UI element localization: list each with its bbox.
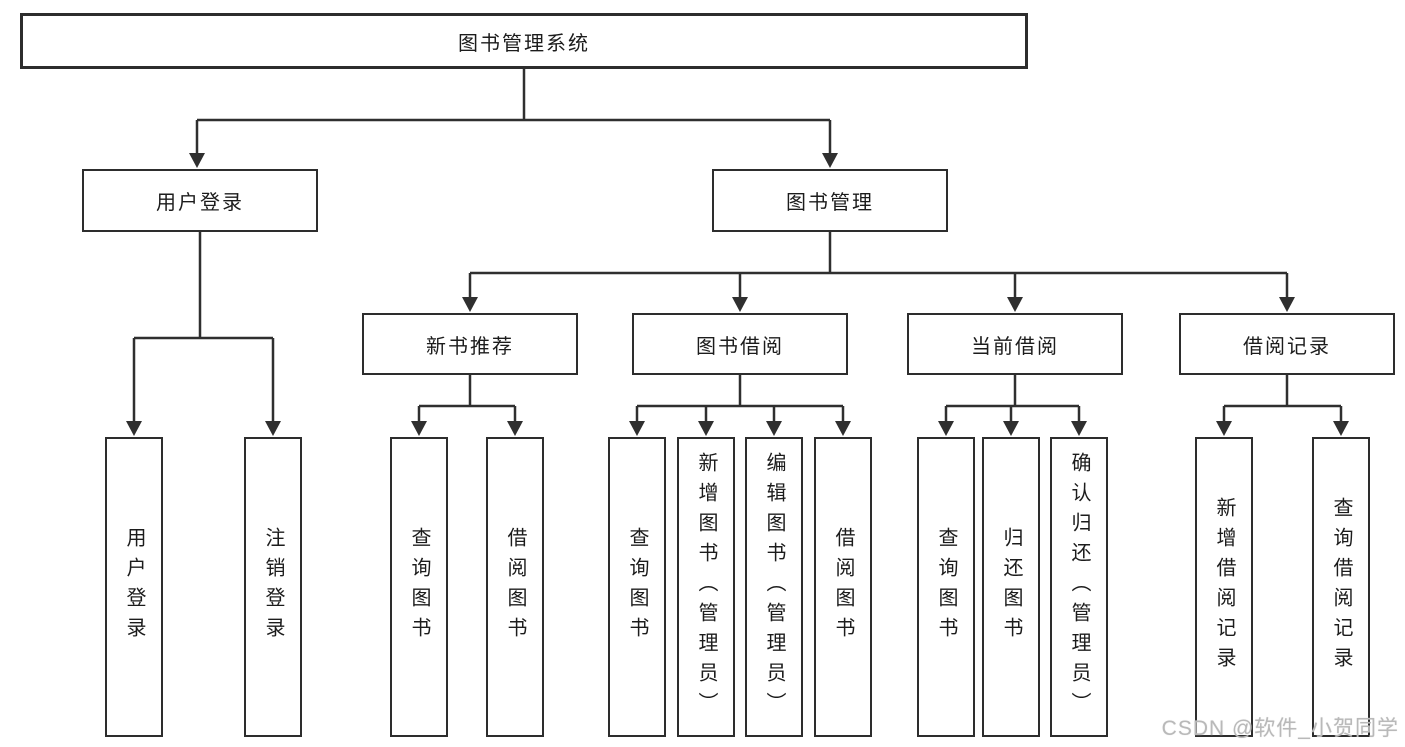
leaf-borrow-books-recommend: 借阅图书 [486,437,544,737]
leaf-return-books: 归还图书 [982,437,1040,737]
connector-rails [134,118,1341,408]
leaf-confirm-return-admin: 确认归还（管理员） [1050,437,1108,737]
node-user-login: 用户登录 [82,169,318,232]
leaf-add-borrow-record: 新增借阅记录 [1195,437,1253,737]
leaf-query-books-recommend: 查询图书 [390,437,448,737]
node-borrowing-records: 借阅记录 [1179,313,1395,375]
csdn-watermark: CSDN @软件_小贺同学 [1161,717,1399,740]
node-book-management: 图书管理 [712,169,948,232]
leaf-borrow-books: 借阅图书 [814,437,872,737]
leaf-user-login: 用户登录 [105,437,163,737]
node-library-management-system: 图书管理系统 [20,13,1028,69]
node-book-borrowing: 图书借阅 [632,313,848,375]
leaf-add-books-admin: 新增图书（管理员） [677,437,735,737]
leaf-edit-books-admin: 编辑图书（管理员） [745,437,803,737]
node-new-book-recommendation: 新书推荐 [362,313,578,375]
connector-stems [198,69,1289,406]
node-current-borrowing: 当前借阅 [907,313,1123,375]
leaf-logout: 注销登录 [244,437,302,737]
connector-arrows [126,120,1349,436]
leaf-query-books-current: 查询图书 [917,437,975,737]
leaf-query-books-borrow: 查询图书 [608,437,666,737]
leaf-query-borrow-record: 查询借阅记录 [1312,437,1370,737]
